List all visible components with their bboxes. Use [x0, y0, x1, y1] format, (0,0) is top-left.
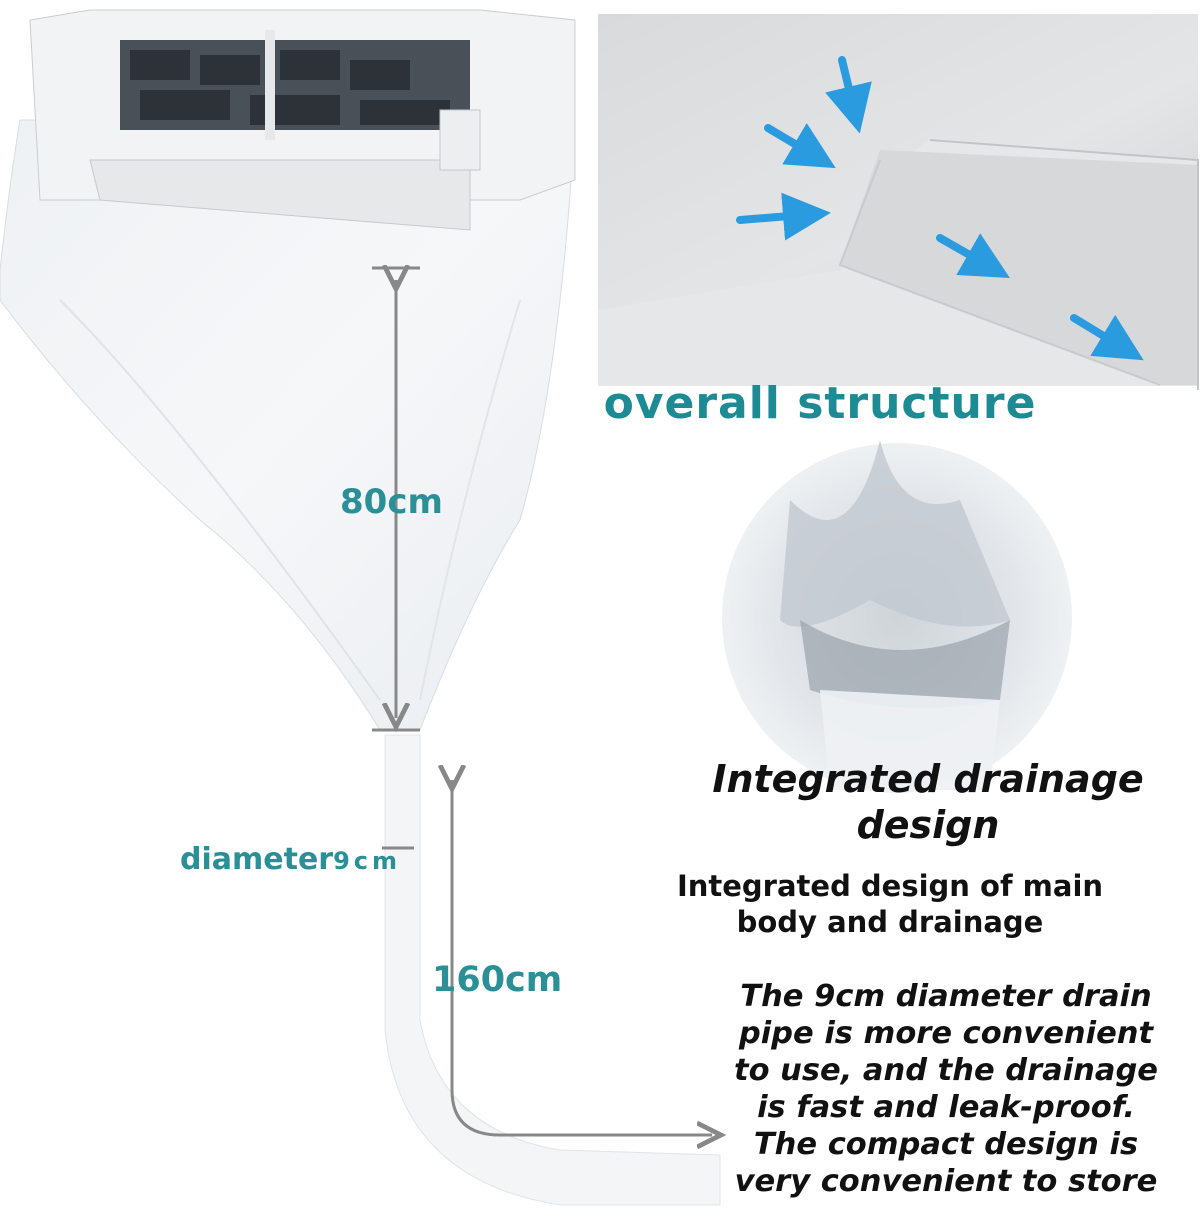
diameter-label: diameter9cm — [180, 842, 401, 877]
description-line: The compact design is — [753, 1127, 1139, 1162]
description-line: is fast and leak-proof. — [757, 1090, 1135, 1125]
bag-fold — [59, 299, 381, 701]
diameter-value: 9cm — [333, 847, 402, 875]
flow-arrow — [736, 192, 831, 241]
drainage-title: Integrated drainage design — [712, 757, 1144, 847]
description-text: The 9cm diameter drain pipe is more conv… — [690, 978, 1200, 1200]
flow-arrows — [736, 56, 1144, 361]
description-line: to use, and the drainage — [734, 1053, 1158, 1088]
drainage-subtitle: Integrated design of main body and drain… — [676, 869, 1104, 939]
length-label: 160cm — [432, 960, 563, 1000]
flow-arrow — [1070, 314, 1144, 361]
ac-unit — [29, 9, 576, 231]
flow-arrow — [825, 56, 872, 134]
structure-title: overall structure — [603, 378, 1037, 429]
flow-arrow — [764, 123, 836, 169]
description-line: The 9cm diameter drain — [740, 979, 1152, 1014]
structure-photo — [598, 14, 1199, 390]
cover-bag — [0, 119, 576, 731]
bag-fold — [419, 299, 521, 701]
description-line: pipe is more convenient — [738, 1016, 1154, 1051]
diameter-word: diameter — [180, 842, 334, 877]
height-label: 80cm — [340, 482, 443, 522]
flow-arrow — [936, 233, 1010, 278]
description-line: very convenient to store — [734, 1164, 1158, 1199]
length-arrow — [452, 780, 712, 1135]
drainage-photo — [722, 440, 1072, 793]
